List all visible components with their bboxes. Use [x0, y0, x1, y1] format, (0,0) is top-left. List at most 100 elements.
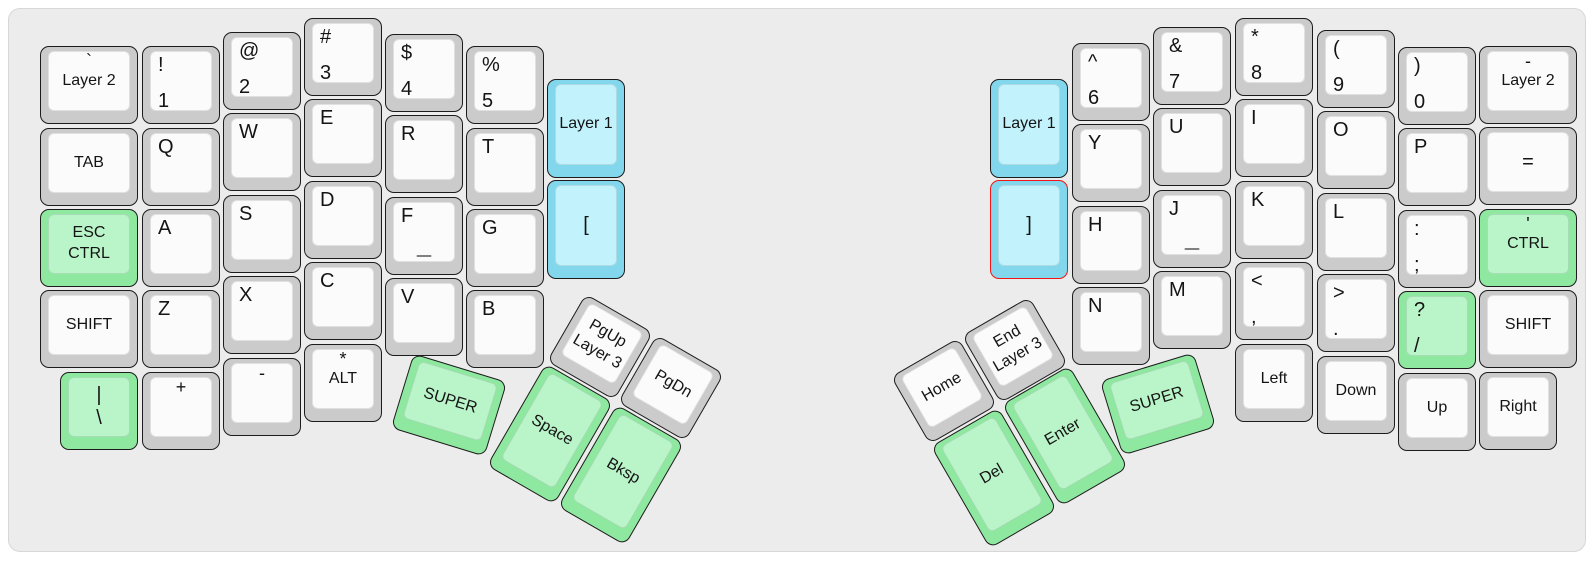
keycap-top [393, 120, 455, 180]
key-l[interactable]: L [1317, 193, 1395, 271]
key-c[interactable]: C [304, 262, 382, 340]
key-n[interactable]: N [1072, 287, 1150, 365]
key-b[interactable]: B [466, 290, 544, 368]
key-z[interactable]: Z [142, 290, 220, 368]
key-p[interactable]: P [1398, 128, 1476, 206]
keycap-top [1487, 132, 1569, 192]
key-label: - [259, 363, 265, 383]
key-i[interactable]: I [1235, 99, 1313, 177]
key-m[interactable]: M [1153, 271, 1231, 349]
key-arrow-left[interactable]: Left [1235, 344, 1313, 422]
key-6[interactable]: ^6 [1072, 43, 1150, 121]
keycap-top [48, 51, 130, 111]
key-label: B [482, 298, 496, 320]
key-label: : [1414, 218, 1420, 240]
keycap-top [231, 37, 293, 97]
key-e[interactable]: E [304, 99, 382, 177]
key-label: H [1088, 214, 1103, 236]
key-label: , [1251, 306, 1257, 328]
key-label: # [320, 26, 332, 48]
key-shift-left[interactable]: SHIFT [40, 290, 138, 368]
key-t[interactable]: T [466, 128, 544, 206]
key-label: . [1333, 318, 1339, 340]
key-2[interactable]: @2 [223, 32, 301, 110]
key-equals[interactable]: = [1479, 127, 1577, 205]
key-quote-ctrl[interactable]: 'CTRL [1479, 209, 1577, 287]
key-left-bracket[interactable]: [ [547, 180, 625, 279]
key-shift-right[interactable]: SHIFT [1479, 290, 1577, 368]
key-right-bracket[interactable]: ] [990, 180, 1068, 279]
key-label: 9 [1333, 74, 1345, 96]
key-label: G [482, 217, 498, 239]
key-plus[interactable]: + [142, 372, 220, 450]
key-label: I [1251, 107, 1257, 129]
key-7[interactable]: &7 [1153, 27, 1231, 105]
keycap-top [231, 281, 293, 341]
key-period[interactable]: >. [1317, 274, 1395, 352]
key-label: S [239, 203, 253, 225]
key-3[interactable]: #3 [304, 18, 382, 96]
key-arrow-down[interactable]: Down [1317, 356, 1395, 434]
key-label: * [339, 349, 347, 369]
key-w[interactable]: W [223, 113, 301, 191]
key-k[interactable]: K [1235, 181, 1313, 259]
key-label: Z [158, 298, 171, 320]
key-layer1-left[interactable]: Layer 1 [547, 79, 625, 178]
key-u[interactable]: U [1153, 108, 1231, 186]
key-4[interactable]: $4 [385, 34, 463, 112]
key-q[interactable]: Q [142, 128, 220, 206]
key-0[interactable]: )0 [1398, 47, 1476, 125]
key-y[interactable]: Y [1072, 124, 1150, 202]
key-pipe-backslash[interactable]: |\ [60, 372, 138, 450]
key-label: Down [1335, 381, 1377, 399]
keycap-top [312, 23, 374, 83]
key-label: W [239, 121, 258, 143]
key-h[interactable]: H [1072, 206, 1150, 284]
key-tab[interactable]: TAB [40, 128, 138, 206]
key-d[interactable]: D [304, 181, 382, 259]
key-question-slash[interactable]: ?/ [1398, 291, 1476, 369]
key-label: 8 [1251, 62, 1263, 84]
key-label: SHIFT [65, 315, 113, 333]
key-f[interactable]: F [385, 197, 463, 275]
key-label: 2 [239, 76, 251, 98]
keycap-top [48, 214, 130, 274]
key-x[interactable]: X [223, 276, 301, 354]
key-s[interactable]: S [223, 195, 301, 273]
keycap-top [1161, 113, 1223, 173]
key-grave-layer2[interactable]: `Layer 2 [40, 46, 138, 124]
key-minus[interactable]: - [223, 358, 301, 436]
key-comma[interactable]: <, [1235, 262, 1313, 340]
keycap-top [555, 185, 617, 266]
key-v[interactable]: V [385, 278, 463, 356]
key-super-right[interactable]: SUPER [1099, 352, 1217, 456]
keycap-top [1161, 276, 1223, 336]
key-arrow-up[interactable]: Up [1398, 373, 1476, 451]
key-label: = [1522, 150, 1534, 173]
key-label: ! [158, 54, 164, 76]
key-label: 1 [158, 90, 170, 112]
key-5[interactable]: %5 [466, 46, 544, 124]
key-label: ( [1333, 38, 1340, 60]
key-label: 5 [482, 90, 494, 112]
key-label: U [1169, 116, 1184, 138]
key-9[interactable]: (9 [1317, 30, 1395, 108]
key-super-left[interactable]: SUPER [390, 353, 508, 457]
key-label: Y [1088, 132, 1102, 154]
key-semicolon[interactable]: :; [1398, 210, 1476, 288]
key-minus-layer2[interactable]: -Layer 2 [1479, 46, 1577, 124]
key-r[interactable]: R [385, 115, 463, 193]
key-label: ^ [1088, 51, 1098, 73]
key-j[interactable]: J [1153, 190, 1231, 268]
key-star-alt[interactable]: *ALT [304, 344, 382, 422]
keycap-top [150, 377, 212, 437]
key-arrow-right[interactable]: Right [1479, 372, 1557, 450]
key-layer1-right[interactable]: Layer 1 [990, 79, 1068, 178]
key-8[interactable]: *8 [1235, 18, 1313, 96]
key-1[interactable]: !1 [142, 46, 220, 124]
key-o[interactable]: O [1317, 111, 1395, 189]
key-g[interactable]: G [466, 209, 544, 287]
keycap-top [150, 51, 212, 111]
key-a[interactable]: A [142, 209, 220, 287]
